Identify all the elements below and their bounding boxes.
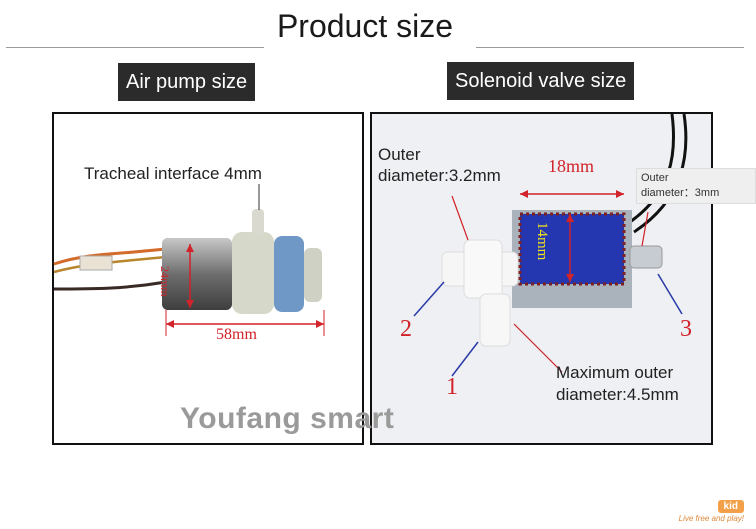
max-outer-line1: Maximum outer	[556, 363, 674, 382]
watermark: Youfang smart	[180, 402, 395, 435]
brand-logo-tagline: Live free and play!	[678, 514, 744, 523]
valve-width-label: 18mm	[548, 156, 595, 176]
air-pump-panel: Tracheal interface 4mm 58mm 24mm	[52, 112, 364, 445]
marker-2: 2	[400, 316, 412, 342]
outer-right-line1: Outer	[641, 172, 669, 184]
pump-length-label: 58mm	[216, 326, 257, 343]
brand-logo-mark: kid	[717, 500, 744, 513]
tracheal-interface-label: Tracheal interface 4mm	[84, 164, 262, 183]
outer-left-line1: Outer	[378, 145, 421, 164]
solenoid-valve-panel: Outer diameter:3.2mm 18mm 14mm Outer dia…	[370, 112, 756, 445]
pump-height-label: 24mm	[158, 266, 172, 297]
outer-diameter-right-callout: Outer diameter：3mm	[636, 168, 756, 204]
outer-left-line2: diameter:3.2mm	[378, 166, 501, 185]
brand-logo: kid Live free and play!	[679, 496, 744, 523]
air-pump-illustration	[53, 184, 325, 336]
outer-right-line2: diameter：3mm	[641, 187, 720, 199]
valve-height-label: 14mm	[534, 222, 550, 261]
header-rule-right	[476, 47, 744, 48]
solenoid-valve-illustration	[413, 113, 688, 377]
header-rule-left	[6, 47, 264, 48]
outer-diameter-left-label: Outer diameter:3.2mm	[378, 144, 501, 186]
page-title: Product size	[276, 8, 454, 44]
air-pump-size-tag: Air pump size	[118, 63, 256, 101]
marker-3: 3	[680, 316, 692, 342]
max-outer-line2: diameter:4.5mm	[556, 385, 679, 404]
marker-1: 1	[446, 374, 458, 400]
solenoid-valve-size-tag: Solenoid valve size	[447, 62, 635, 100]
maximum-outer-diameter-label: Maximum outer diameter:4.5mm	[556, 362, 679, 406]
